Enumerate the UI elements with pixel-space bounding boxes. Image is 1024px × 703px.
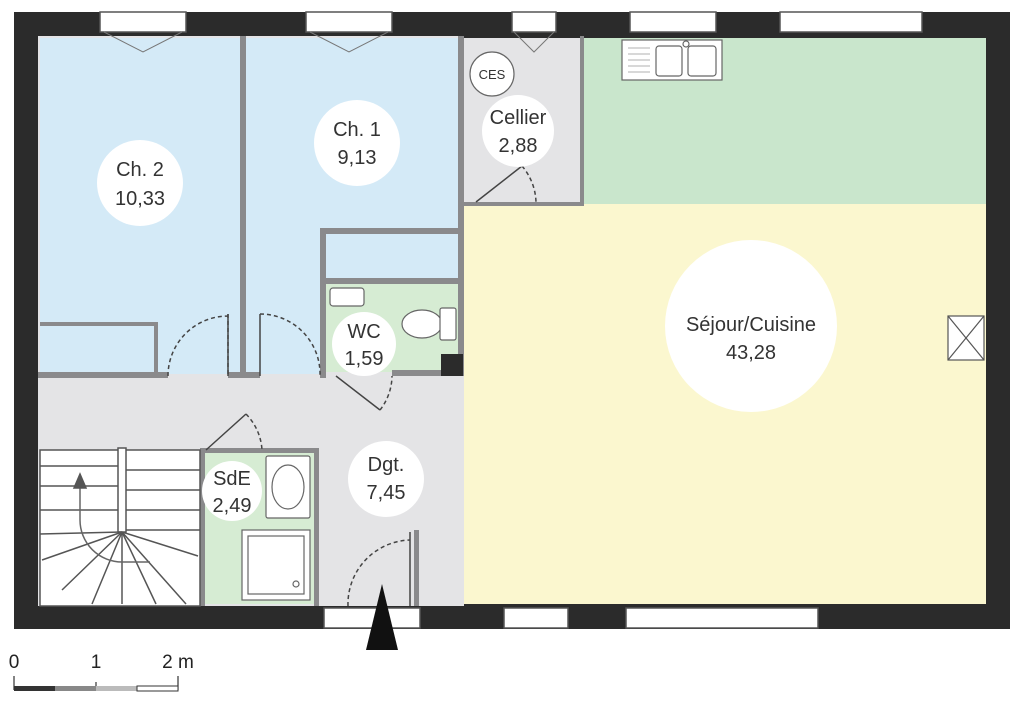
entry-door-frame — [323, 607, 421, 629]
wall-entry-right — [414, 530, 419, 606]
wall-ch2-ch1 — [240, 36, 246, 376]
swing-ch2 — [103, 31, 183, 53]
ventilation-box — [947, 315, 985, 361]
room-area-sejour: 43,28 — [726, 342, 776, 364]
label-disc-ch2 — [97, 140, 183, 226]
stair-core — [117, 447, 127, 533]
ces-label: CES — [479, 67, 506, 82]
swing-ch1 — [309, 31, 389, 53]
toilet-tank — [439, 307, 457, 341]
wall-sde-right — [314, 448, 319, 606]
label-disc-wc — [332, 312, 396, 376]
stair-treads — [39, 465, 200, 605]
top-windows — [99, 11, 923, 33]
door-wc-leaf — [335, 375, 381, 411]
staircase — [39, 447, 201, 607]
wall-cellier-bottom — [462, 202, 584, 206]
shower-tray — [241, 529, 311, 601]
wall-ch1-closet-top — [320, 228, 460, 234]
label-disc-dgt — [348, 441, 424, 517]
ces-water-heater — [469, 51, 515, 97]
label-disc-cellier — [482, 95, 554, 167]
window-ch1 — [305, 11, 393, 33]
room-area-ch1: 9,13 — [338, 147, 377, 169]
wall-cellier-kitchen — [580, 36, 584, 204]
label-disc-ch1 — [314, 100, 400, 186]
label-discs — [97, 95, 837, 521]
doors — [167, 165, 537, 607]
window-kitchen — [629, 11, 717, 33]
door-wc-swing — [379, 375, 393, 411]
label-disc-sde — [202, 461, 262, 521]
scale-tick-2: 2 m — [162, 652, 194, 673]
room-name-cellier: Cellier — [490, 107, 547, 129]
bottom-windows — [323, 607, 819, 629]
door-sde-swing — [245, 413, 263, 451]
wc-handbasin — [329, 287, 365, 307]
wall-ch1-closet-side — [320, 228, 326, 378]
entry-arrow-icon — [366, 584, 398, 650]
window-cellier — [511, 11, 557, 33]
door-sde-leaf — [205, 413, 247, 451]
partitions — [38, 36, 584, 606]
stair-up-arrow-icon — [72, 472, 88, 489]
label-disc-sejour — [665, 240, 837, 412]
wall-wc-top — [320, 278, 460, 284]
scale-tick-1: 1 — [91, 652, 102, 673]
kitchen-sink — [621, 39, 723, 81]
wall-sde-top — [200, 448, 318, 453]
swing-cellier — [513, 31, 555, 53]
scale-tick-0: 0 — [9, 652, 20, 673]
room-area-sde: 2,49 — [213, 495, 252, 517]
scale-bar: 0 1 2 m — [9, 652, 194, 692]
window-sejour-bottom-2 — [625, 607, 819, 629]
wall-sde-left — [200, 448, 205, 606]
room-area-ch2: 10,33 — [115, 188, 165, 210]
door-cellier-leaf — [475, 165, 523, 203]
entry-door-swing — [347, 539, 411, 607]
room-name-wc: WC — [347, 321, 380, 343]
room-name-dgt: Dgt. — [368, 454, 405, 476]
room-name-sde: SdE — [213, 468, 251, 490]
door-ch1 — [259, 313, 321, 377]
room-area-dgt: 7,45 — [367, 482, 406, 504]
wall-ch2-closet-top — [40, 322, 158, 326]
window-sejour-bottom-1 — [503, 607, 569, 629]
ch1-closet — [326, 234, 460, 280]
chimney-duct — [441, 354, 463, 376]
window-swings — [103, 31, 555, 53]
window-sejour-top — [779, 11, 923, 33]
room-name-sejour: Séjour/Cuisine — [686, 314, 816, 336]
room-name-ch1: Ch. 1 — [333, 119, 381, 141]
toilet-bowl — [401, 309, 443, 339]
room-area-wc: 1,59 — [345, 348, 384, 370]
wall-bedrooms-bottom-left — [38, 372, 168, 378]
wall-ch2-closet-side — [154, 322, 158, 374]
room-name-ch2: Ch. 2 — [116, 159, 164, 181]
room-area-cellier: 2,88 — [499, 135, 538, 157]
wall-wc-right — [458, 204, 464, 376]
door-cellier-swing — [521, 165, 537, 203]
sde-fixtures — [241, 455, 311, 601]
wc-fixtures — [329, 287, 457, 341]
wall-ch1-cellier — [458, 36, 464, 206]
window-ch2 — [99, 11, 187, 33]
wall-bedrooms-bottom-mid — [228, 372, 260, 378]
wall-wc-bottom — [392, 370, 464, 376]
